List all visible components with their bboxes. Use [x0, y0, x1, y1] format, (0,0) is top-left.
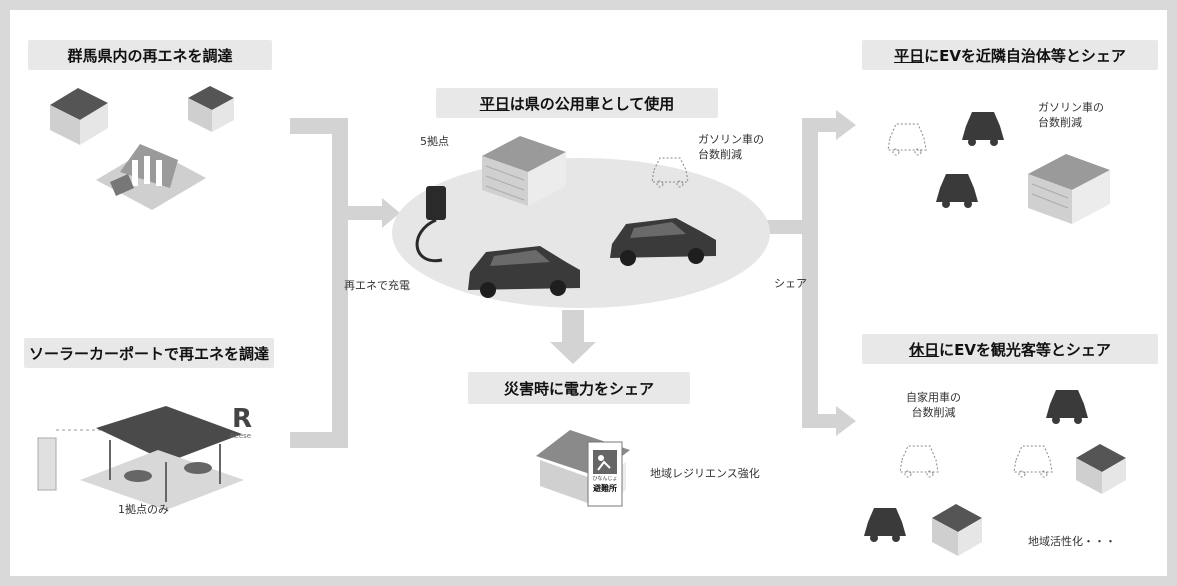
share-note: シェア: [774, 277, 807, 290]
right-top-label: 平日にEVを近隣自治体等とシェア: [862, 40, 1158, 70]
brand-logo-text: Reese: [230, 432, 252, 440]
ev-usage-illustration: [415, 136, 716, 298]
car-icon: [864, 508, 906, 542]
center-gasoline-note: ガソリン車の 台数削減: [698, 133, 764, 161]
disaster-label: 災害時に電力をシェア: [468, 372, 690, 404]
dashed-car-icon: [887, 123, 927, 156]
right-bottom-note: 自家用車の 台数削減: [906, 391, 961, 419]
charge-note: 再エネで充電: [344, 279, 410, 292]
diagram-canvas: 群馬県内の再エネを調達 ソーラーカーポートで再エネを調達: [10, 10, 1167, 576]
ev-car-icon: [468, 246, 580, 298]
solar-house-icon: [50, 88, 108, 145]
shelter-sign-top: ひなんじょ: [592, 476, 618, 482]
holiday-share-illustration: [864, 390, 1126, 556]
car-icon: [936, 174, 978, 208]
ev-car-icon: [610, 218, 716, 266]
weekday-share-illustration: [887, 112, 1110, 224]
shelter-sign: 避難所: [593, 484, 617, 493]
ev-charger-icon: [415, 186, 446, 263]
brand-logo: R: [232, 404, 253, 434]
dashed-car-icon: [651, 157, 689, 188]
dashed-car-icon: [1013, 445, 1053, 478]
sites-count: 5拠点: [420, 135, 449, 148]
car-icon: [1046, 390, 1088, 424]
right-bottom-label: 休日にEVを観光客等とシェア: [862, 334, 1158, 364]
right-top-note: ガソリン車の 台数削減: [1038, 101, 1104, 129]
solar-house-icon: [932, 504, 982, 556]
solar-house-icon: [1076, 444, 1126, 494]
dashed-car-icon: [899, 445, 939, 478]
hydro-plant-icon: [96, 144, 206, 210]
left-top-label: 群馬県内の再エネを調達: [28, 40, 272, 70]
flow-arrows: [290, 110, 856, 448]
solar-houses-illustration: [50, 86, 234, 210]
carport-note: 1拠点のみ: [118, 503, 169, 516]
resilience-note: 地域レジリエンス強化: [650, 467, 760, 480]
office-building-icon: [1028, 154, 1110, 224]
ev-usage-ellipse: [392, 158, 770, 308]
solar-house-icon: [188, 86, 234, 132]
car-icon: [962, 112, 1004, 146]
solar-carport-illustration: [37, 406, 244, 510]
activation-note: 地域活性化・・・: [1028, 535, 1116, 548]
center-top-label: 平日は県の公用車として使用: [436, 88, 718, 118]
office-building-icon: [482, 136, 566, 206]
left-bottom-label: ソーラーカーポートで再エネを調達: [24, 338, 274, 368]
shelter-illustration: [536, 430, 630, 507]
